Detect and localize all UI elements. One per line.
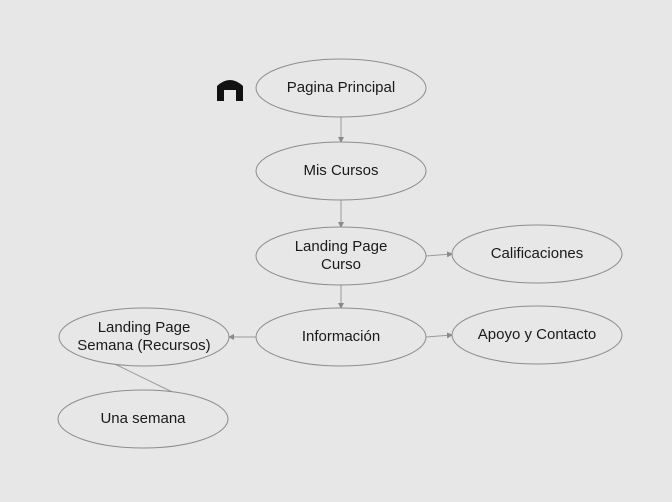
node-apoyo-contacto: Apoyo y Contacto (451, 305, 623, 365)
node-label-calificaciones: Calificaciones (491, 245, 584, 262)
node-label-landing-page-semana-line-2: Semana (Recursos) (77, 337, 210, 354)
node-label-pagina-principal: Pagina Principal (287, 79, 395, 96)
node-label-landing-page-curso-line-1: Landing Page (295, 238, 388, 255)
node-label-mis-cursos: Mis Cursos (303, 162, 378, 179)
node-label-apoyo-contacto: Apoyo y Contacto (478, 326, 596, 343)
node-shape-apoyo-contacto (451, 305, 623, 365)
node-calificaciones: Calificaciones (451, 224, 623, 284)
node-shape-una-semana (57, 389, 229, 449)
node-shape-informacion (255, 307, 427, 367)
edge-informacion-to-apoyo-contacto (425, 332, 453, 339)
node-mis-cursos: Mis Cursos (255, 141, 427, 201)
node-label-landing-page-curso-line-2: Curso (321, 256, 361, 273)
node-pagina-principal: Pagina Principal (255, 58, 427, 118)
node-label-informacion: Información (302, 328, 380, 345)
node-shape-pagina-principal (255, 58, 427, 118)
node-informacion: Información (255, 307, 427, 367)
node-una-semana: Una semana (57, 389, 229, 449)
node-shape-landing-page-semana (58, 307, 230, 367)
node-shape-mis-cursos (255, 141, 427, 201)
node-label-landing-page-semana-line-1: Landing Page (98, 319, 191, 336)
node-shape-landing-page-curso (255, 226, 427, 286)
node-label-una-semana: Una semana (100, 410, 186, 427)
home-icon (217, 80, 243, 101)
node-shape-calificaciones (451, 224, 623, 284)
edge-landing-page-curso-to-calificaciones (425, 251, 453, 258)
